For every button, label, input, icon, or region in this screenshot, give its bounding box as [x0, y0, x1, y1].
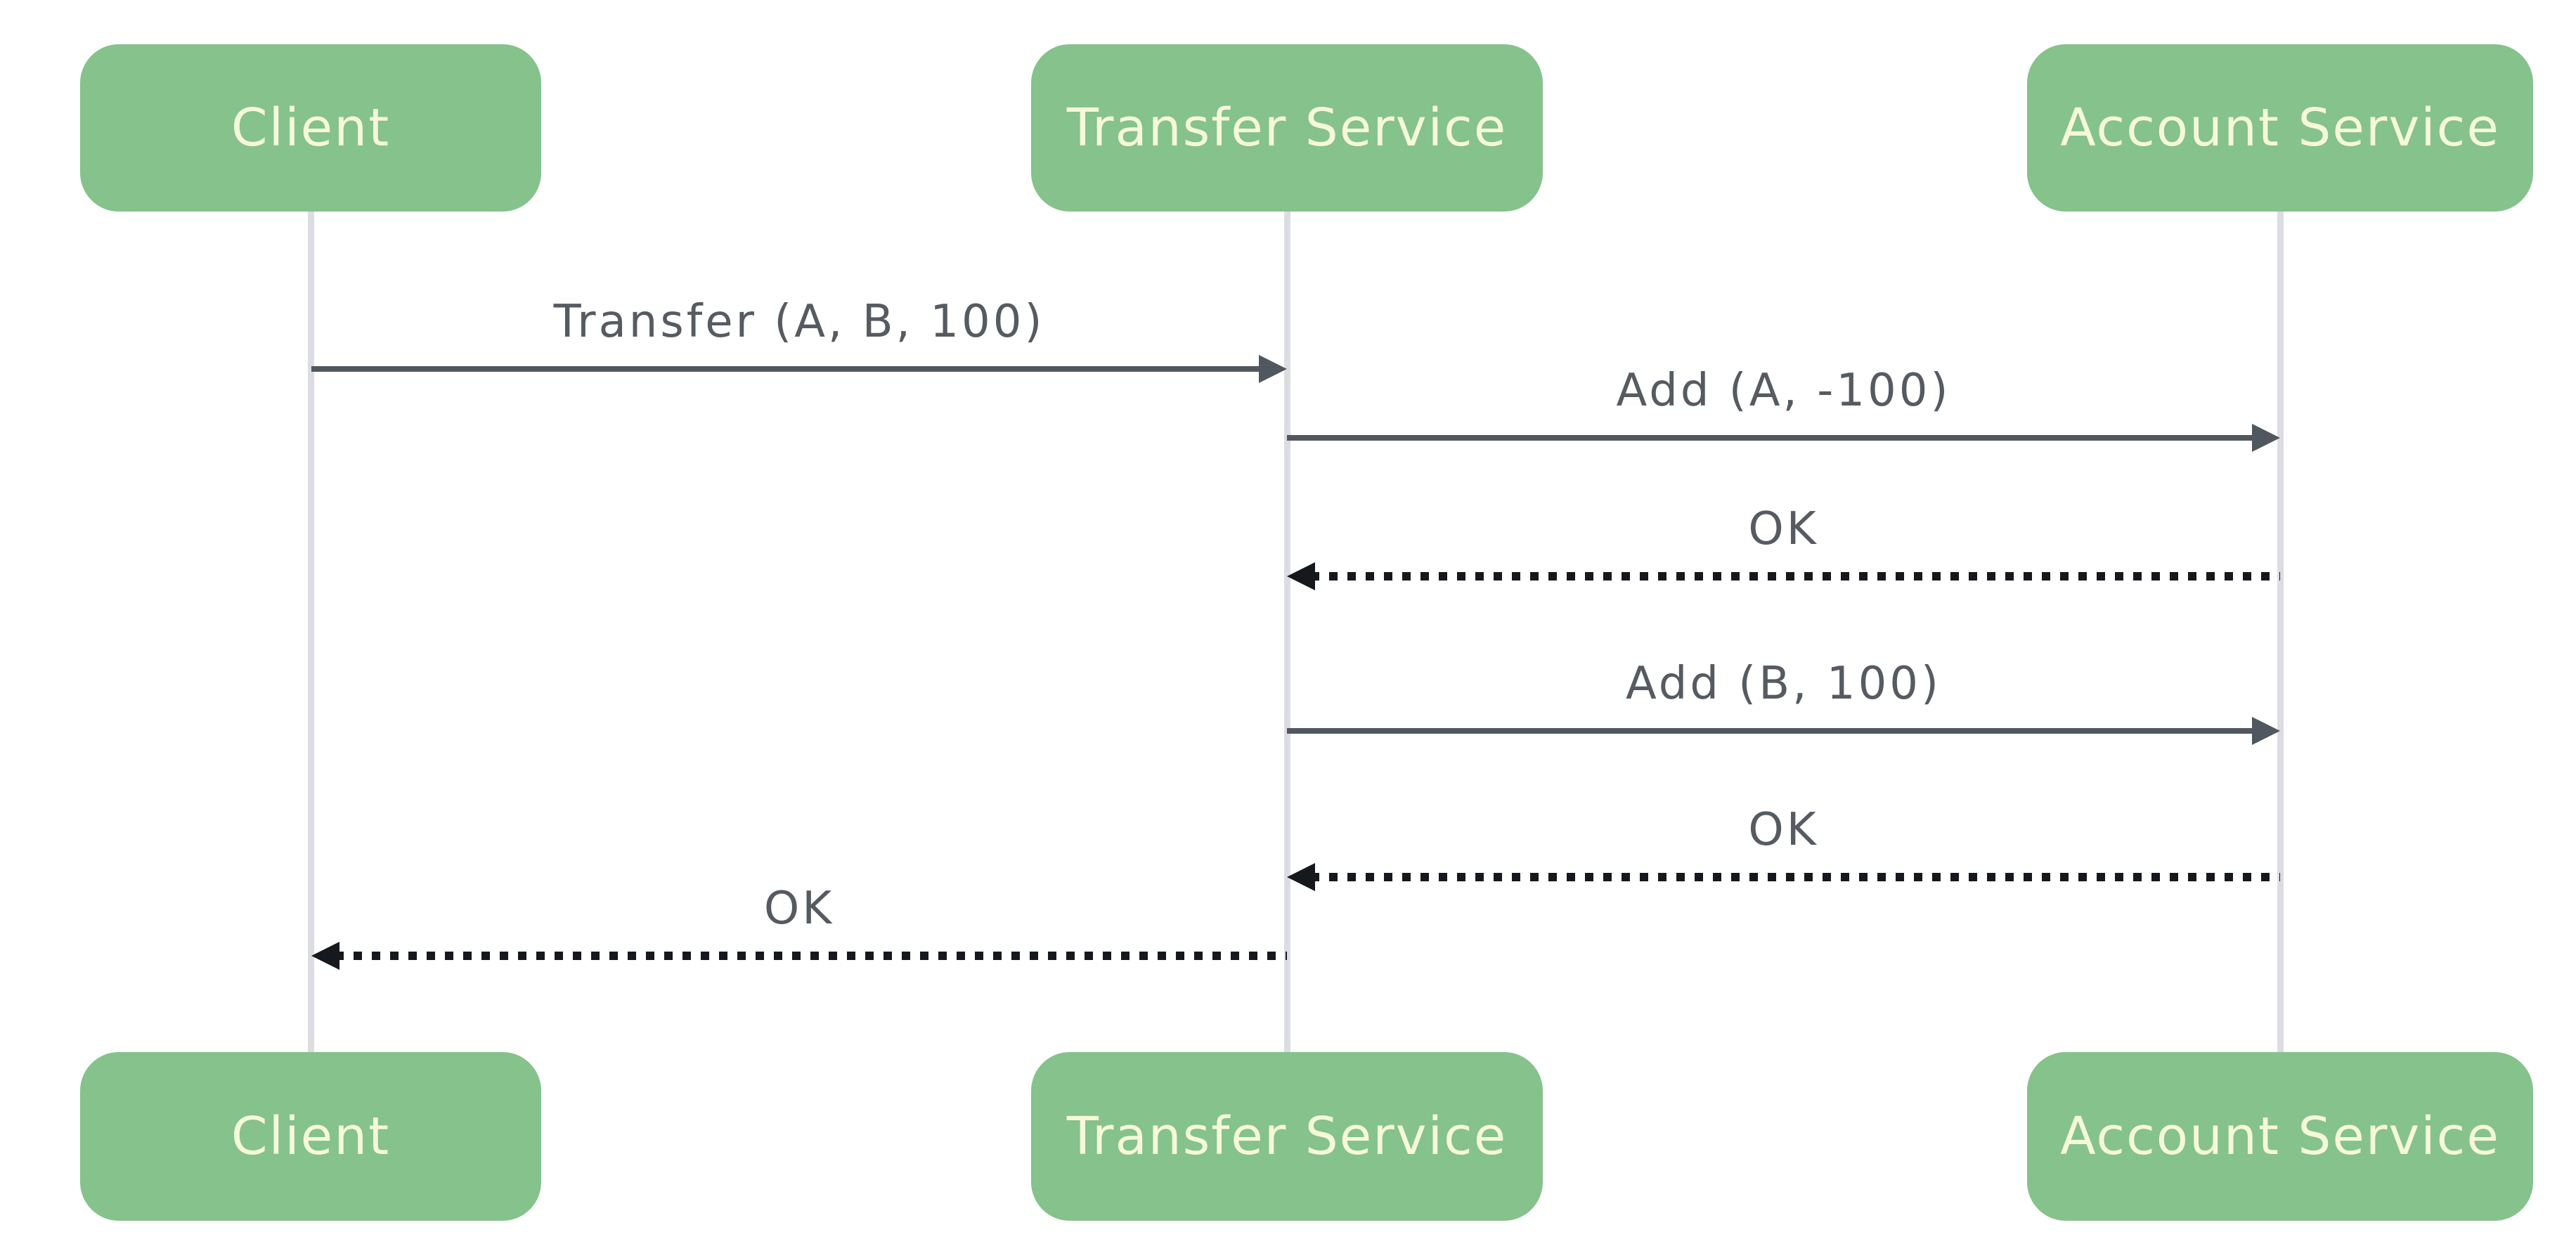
- actor-label-account-service-top: Account Service: [2060, 98, 2500, 158]
- message-transfer-return-label: OK: [763, 883, 835, 935]
- actor-label-account-service-bottom: Account Service: [2060, 1106, 2500, 1167]
- message-transfer-call-label: Transfer (A, B, 100): [553, 296, 1045, 348]
- actor-box-client-bottom: Client: [80, 1052, 541, 1221]
- arrowhead-right-icon: [2252, 424, 2280, 452]
- message-add-a-call-label: Add (A, -100): [1616, 365, 1951, 417]
- actor-label-transfer-service-top: Transfer Service: [1066, 98, 1508, 158]
- message-transfer-call: Transfer (A, B, 100): [311, 293, 1287, 398]
- message-transfer-return-line: [335, 952, 1287, 960]
- message-transfer-return: OK: [311, 880, 1287, 985]
- actor-box-transfer-service-bottom: Transfer Service: [1031, 1052, 1543, 1221]
- message-add-b-call-line: [1287, 728, 2259, 734]
- actor-label-client-top: Client: [231, 98, 391, 158]
- message-add-b-call-label: Add (B, 100): [1626, 658, 1941, 710]
- actor-label-client-bottom: Client: [231, 1106, 391, 1167]
- arrowhead-right-icon: [1259, 355, 1287, 383]
- message-add-a-return-label: OK: [1748, 503, 1819, 555]
- actor-box-transfer-service-top: Transfer Service: [1031, 44, 1543, 212]
- message-add-a-call-line: [1287, 435, 2259, 441]
- message-add-b-return: OK: [1287, 801, 2280, 907]
- message-add-a-return-line: [1311, 572, 2280, 581]
- lifeline-account-service: [2277, 212, 2284, 1052]
- actor-box-client-top: Client: [80, 44, 541, 212]
- lifeline-client: [308, 211, 314, 1052]
- message-add-b-return-label: OK: [1748, 804, 1819, 856]
- arrowhead-right-icon: [2252, 717, 2280, 745]
- message-add-a-return: OK: [1287, 500, 2280, 606]
- actor-label-transfer-service-bottom: Transfer Service: [1066, 1106, 1508, 1167]
- message-transfer-call-line: [311, 366, 1266, 372]
- message-add-a-call: Add (A, -100): [1287, 362, 2280, 467]
- arrowhead-left-icon: [311, 942, 339, 970]
- lifeline-transfer-service: [1284, 212, 1290, 1052]
- arrowhead-left-icon: [1287, 562, 1315, 590]
- actor-box-account-service-bottom: Account Service: [2027, 1052, 2533, 1221]
- message-add-b-call: Add (B, 100): [1287, 655, 2280, 760]
- actor-box-account-service-top: Account Service: [2027, 44, 2533, 212]
- arrowhead-left-icon: [1287, 863, 1315, 891]
- message-add-b-return-line: [1311, 873, 2280, 881]
